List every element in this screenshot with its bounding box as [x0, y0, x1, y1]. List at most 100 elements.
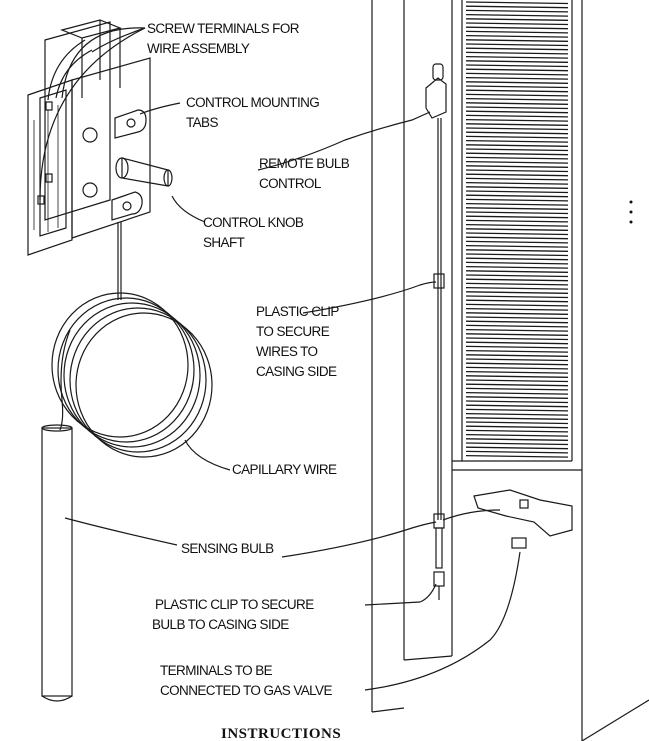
grille-louver: [465, 387, 569, 391]
grille-louver: [465, 97, 569, 101]
grille-louver: [465, 295, 569, 299]
grille-louver: [465, 64, 569, 68]
grille-louver: [465, 417, 569, 420]
grille-louver: [465, 278, 569, 282]
grille-louver: [465, 72, 569, 76]
grille-louver: [465, 18, 569, 21]
grille-louver: [465, 148, 569, 152]
grille-louver: [465, 232, 569, 236]
grille-louver: [465, 261, 569, 265]
grille-louver: [465, 404, 569, 408]
grille-louver: [465, 354, 569, 357]
grille-louver: [465, 181, 569, 185]
grille-louver: [465, 194, 569, 198]
heater-casing: [371, 0, 649, 741]
grille-louver: [465, 60, 569, 63]
grille-louver: [465, 144, 569, 147]
grille-louver: [465, 177, 569, 181]
grille-louver: [465, 257, 569, 261]
grille-louver: [465, 320, 569, 324]
grille-louver: [465, 408, 569, 412]
grille-louver: [465, 114, 569, 118]
grille-louver: [465, 135, 569, 139]
sensing-bulb: [41, 424, 73, 702]
label-remote-bulb-control: REMOTE BULB CONTROL: [259, 156, 352, 191]
grille-louver: [465, 253, 569, 257]
grille-louver: [465, 173, 569, 177]
grille-louver: [465, 391, 569, 395]
grille-louver: [465, 34, 569, 38]
capillary-coil: [51, 222, 213, 458]
grille-louver: [465, 1, 569, 5]
grille-louver: [465, 118, 569, 122]
grille-louver: [465, 9, 569, 13]
grille-louver: [465, 396, 569, 399]
grille-louver: [465, 127, 569, 131]
grille-louver: [465, 316, 569, 320]
grille-louver: [465, 55, 569, 59]
grille-louver: [465, 333, 569, 336]
label-capillary-wire: CAPILLARY WIRE: [232, 462, 337, 477]
grille-louver: [465, 207, 569, 210]
grille-louver: [465, 303, 569, 307]
grille-louver: [465, 131, 569, 135]
label-gas-valve-terminals: TERMINALS TO BE CONNECTED TO GAS VALVE: [160, 663, 332, 698]
grille-louver: [465, 244, 569, 248]
grille-louver: [465, 110, 569, 114]
grille-louver: [465, 307, 569, 311]
grille-louver: [465, 299, 569, 303]
grille-louver: [465, 190, 569, 194]
remote-bulb-control-on-casing: [425, 63, 501, 600]
grille-louver: [465, 446, 569, 450]
grille-louver: [465, 425, 569, 429]
grille-louver: [465, 274, 569, 278]
label-sensing-bulb: SENSING BULB: [181, 541, 274, 556]
grille-louver: [465, 89, 569, 93]
grille-louver: [465, 270, 569, 273]
grille-louver: [465, 366, 569, 370]
grille-louver: [465, 156, 569, 160]
grille-louver: [465, 362, 569, 366]
grille-louver: [465, 43, 569, 47]
grille-louver: [465, 198, 569, 202]
grille-louver: [465, 81, 569, 84]
grille-louver: [465, 47, 569, 51]
grille-louver: [465, 5, 569, 9]
grille-louver: [465, 433, 569, 437]
leader-lines: [39, 27, 521, 691]
grille-louver: [465, 249, 569, 252]
grille-louver: [465, 291, 569, 294]
grille-louver: [465, 160, 569, 164]
grille-louver: [465, 106, 569, 110]
label-mounting-tabs: CONTROL MOUNTING TABS: [186, 95, 322, 130]
grille-louver: [465, 412, 569, 416]
grille-louver: [465, 68, 569, 72]
grille-louver: [465, 152, 569, 156]
grille-louver: [465, 223, 569, 227]
grille-louver: [465, 51, 569, 55]
grille-louver: [465, 454, 569, 458]
grille-louver: [465, 337, 569, 341]
grille-louver: [465, 383, 569, 387]
grille-louver: [465, 26, 569, 30]
grille-louver: [465, 39, 569, 42]
control-unit: [27, 19, 173, 256]
grille-louver: [465, 202, 569, 206]
grille-louver: [465, 186, 569, 189]
grille-louver: [465, 370, 569, 374]
grille-louver: [465, 358, 569, 362]
grille-louver: [465, 123, 569, 126]
grille-louver: [465, 236, 569, 240]
grille-louver: [465, 421, 569, 425]
callout-labels: SCREW TERMINALS FOR WIRE ASSEMBLY CONTRO…: [147, 21, 352, 698]
grille-louver: [465, 139, 569, 143]
grille-louver: [465, 22, 569, 26]
grille-louver: [465, 85, 569, 89]
grille-louver: [465, 442, 569, 446]
grille-louver: [465, 102, 569, 105]
grille-louver: [465, 240, 569, 244]
grille-louver: [465, 312, 569, 315]
grille-louver: [465, 30, 569, 34]
grille-louver: [465, 169, 569, 173]
